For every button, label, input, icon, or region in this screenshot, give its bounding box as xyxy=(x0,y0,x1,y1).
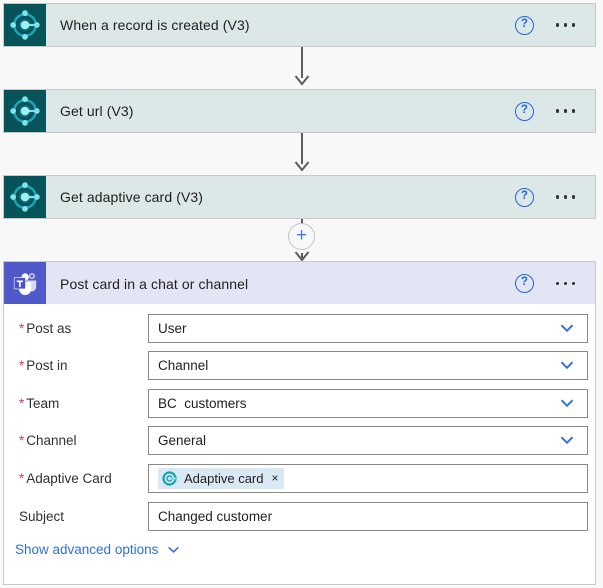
card-actions: ? xyxy=(514,4,595,46)
flow-step-card-trigger[interactable]: When a record is created (V3) ? xyxy=(3,3,596,47)
show-advanced-options-link[interactable]: Show advanced options xyxy=(15,542,181,557)
help-icon[interactable]: ? xyxy=(514,187,534,207)
flow-connector-3 xyxy=(294,219,310,262)
common-data-service-icon xyxy=(162,470,177,486)
flow-step-card-post-card[interactable]: Post card in a chat or channel ? xyxy=(3,261,596,305)
card-actions: ? xyxy=(514,90,595,132)
chevron-down-icon[interactable] xyxy=(166,542,181,557)
common-data-service-icon xyxy=(4,4,46,46)
remove-token-icon[interactable]: × xyxy=(271,471,279,485)
field-label-team: *Team xyxy=(19,395,60,411)
field-row-post-as: *Post as User xyxy=(4,313,595,343)
flow-step-title: Get url (V3) xyxy=(60,103,134,119)
common-data-service-icon xyxy=(4,90,46,132)
help-icon[interactable]: ? xyxy=(514,101,534,121)
more-options-icon[interactable] xyxy=(555,195,575,199)
required-indicator: * xyxy=(19,432,25,448)
chevron-down-icon[interactable] xyxy=(559,320,575,336)
field-label-post-in: *Post in xyxy=(19,357,68,373)
more-options-icon[interactable] xyxy=(555,109,575,113)
channel-dropdown[interactable]: General xyxy=(148,425,588,455)
help-icon[interactable]: ? xyxy=(514,15,534,35)
flow-step-card-get-url[interactable]: Get url (V3) ? xyxy=(3,89,596,133)
field-row-post-in: *Post in Channel xyxy=(4,350,595,380)
field-label-adaptive-card: *Adaptive Card xyxy=(19,470,112,486)
field-label-channel: *Channel xyxy=(19,432,77,448)
more-options-icon[interactable] xyxy=(555,281,575,286)
chevron-down-icon[interactable] xyxy=(559,432,575,448)
field-row-adaptive-card: *Adaptive Card Adaptive card × xyxy=(4,463,595,493)
subject-value: Changed customer xyxy=(158,508,273,524)
flow-connector-1 xyxy=(294,47,310,88)
flow-step-title: Post card in a chat or channel xyxy=(60,275,249,292)
card-actions: ? xyxy=(514,262,595,305)
subject-input[interactable]: Changed customer xyxy=(148,501,588,531)
post-as-dropdown[interactable]: User xyxy=(148,313,588,343)
team-value: BC customers xyxy=(158,395,247,411)
required-indicator: * xyxy=(19,320,25,336)
more-options-icon[interactable] xyxy=(555,23,575,27)
show-advanced-options-label: Show advanced options xyxy=(15,542,159,557)
chevron-down-icon[interactable] xyxy=(559,395,575,411)
microsoft-teams-icon xyxy=(4,262,46,305)
insert-step-button[interactable]: + xyxy=(288,223,315,250)
chevron-down-icon[interactable] xyxy=(559,357,575,373)
required-indicator: * xyxy=(19,357,25,373)
team-dropdown[interactable]: BC customers xyxy=(148,388,588,418)
field-row-team: *Team BC customers xyxy=(4,388,595,418)
post-card-form-panel: *Post as User *Post in Channel xyxy=(3,304,596,585)
required-indicator: * xyxy=(19,395,25,411)
post-as-value: User xyxy=(158,320,187,336)
dynamic-content-token[interactable]: Adaptive card × xyxy=(158,467,284,489)
field-row-subject: Subject Changed customer xyxy=(4,501,595,531)
flow-step-title: When a record is created (V3) xyxy=(60,17,250,33)
required-indicator: * xyxy=(19,470,25,486)
token-label: Adaptive card xyxy=(184,470,264,486)
channel-value: General xyxy=(158,432,207,448)
card-actions: ? xyxy=(514,176,595,218)
field-label-subject: Subject xyxy=(19,508,65,524)
flow-connector-2 xyxy=(294,133,310,174)
post-in-dropdown[interactable]: Channel xyxy=(148,350,588,380)
adaptive-card-input[interactable]: Adaptive card × xyxy=(148,463,588,493)
help-icon[interactable]: ? xyxy=(514,274,534,293)
flow-step-card-get-adaptive-card[interactable]: Get adaptive card (V3) ? xyxy=(3,175,596,219)
flow-step-title: Get adaptive card (V3) xyxy=(60,189,204,205)
post-in-value: Channel xyxy=(158,357,209,373)
common-data-service-icon xyxy=(4,176,46,218)
field-row-channel: *Channel General xyxy=(4,425,595,455)
field-label-post-as: *Post as xyxy=(19,320,72,336)
